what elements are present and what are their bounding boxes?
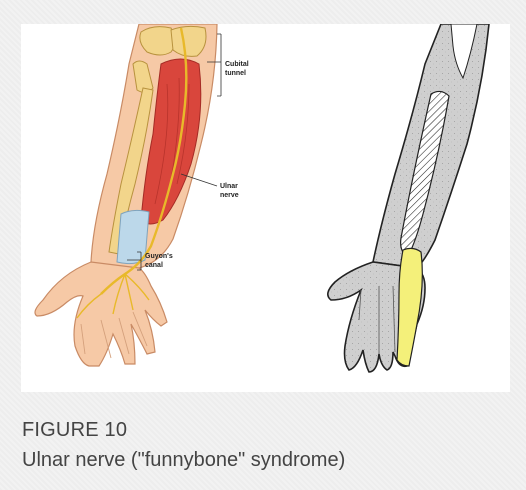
cubital-tunnel-label-line1: Cubital [225,61,249,68]
guyons-canal-label-line2: canal [145,262,163,269]
ulnar-nerve-illustration: Cubital tunnel Ulnar nerve Guyon's canal [21,24,510,392]
sensory-distribution-drawing [328,24,489,372]
guyons-canal-label-line1: Guyon's [145,253,173,260]
figure-number: FIGURE 10 [22,419,127,442]
cubital-tunnel-label-line2: tunnel [225,70,246,77]
figure-illustration: Cubital tunnel Ulnar nerve Guyon's canal [21,24,510,392]
ulnar-nerve-label-line2: nerve [220,192,239,199]
ulnar-nerve-label-line1: Ulnar [220,183,238,190]
anatomical-forearm-drawing [35,24,221,366]
figure-caption: Ulnar nerve ("funnybone" syndrome) [22,449,345,472]
